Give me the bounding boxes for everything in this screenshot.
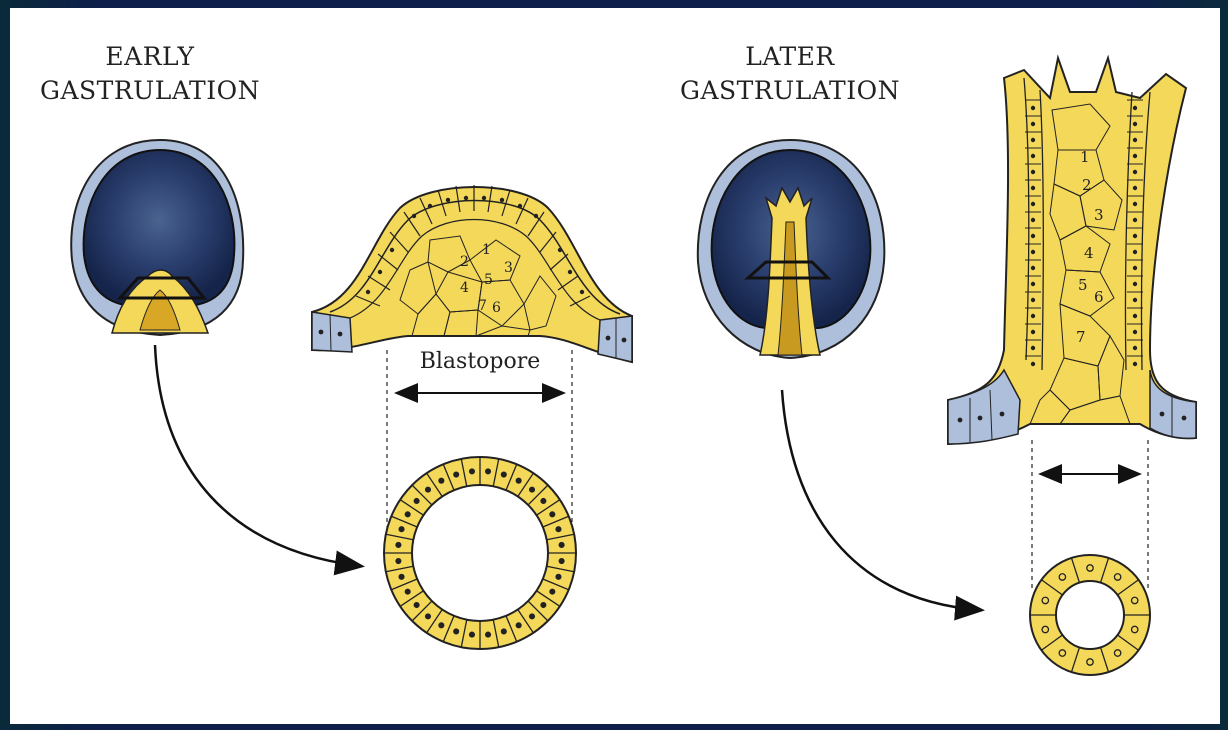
- column-cell-nucleus: [1031, 330, 1035, 334]
- ring-cell-nucleus: [530, 614, 535, 619]
- column-cell-nucleus: [1031, 314, 1035, 318]
- ring-cell-nucleus: [501, 629, 506, 634]
- ring-cell-nucleus: [516, 623, 521, 628]
- later-gastrulation-label: LATER GASTRULATION: [660, 40, 920, 108]
- ring-cell-nucleus: [556, 527, 561, 532]
- column-cell-nucleus: [1133, 298, 1137, 302]
- ring-cell-nucleus: [439, 623, 444, 628]
- column-cell-nucleus: [1133, 154, 1137, 158]
- ring-cell-nucleus: [454, 629, 459, 634]
- ring-cell-nucleus: [556, 574, 561, 579]
- ring-cell-nucleus: [559, 543, 564, 548]
- early-curved-arrow: [155, 345, 360, 566]
- ring-cell-nucleus: [550, 512, 555, 517]
- ring-cell-nucleus: [530, 487, 535, 492]
- column-cell-nucleus: [1133, 362, 1137, 366]
- column-cell-nucleus: [1031, 282, 1035, 286]
- ring-cell-nucleus: [454, 472, 459, 477]
- early-label-line1: EARLY: [30, 40, 270, 74]
- column-cell-nucleus: [1133, 122, 1137, 126]
- later-tissue-section: [948, 58, 1196, 444]
- ring-cell-nucleus: [399, 574, 404, 579]
- ring-cell-nucleus: [541, 499, 546, 504]
- ring-cell-nucleus: [550, 589, 555, 594]
- later-cell-number: 7: [1076, 328, 1086, 346]
- column-cell-nucleus: [1031, 250, 1035, 254]
- ring-lumen: [412, 485, 548, 621]
- column-cell-nucleus: [1031, 138, 1035, 142]
- ring-cell-nucleus: [470, 469, 475, 474]
- column-cell-nucleus: [1031, 298, 1035, 302]
- column-cell-nucleus: [1031, 218, 1035, 222]
- ring-cell-nucleus: [439, 478, 444, 483]
- column-cell-nucleus: [1133, 330, 1137, 334]
- early-label-line2: GASTRULATION: [30, 74, 270, 108]
- column-cell-nucleus: [1133, 170, 1137, 174]
- early-cell-number: 2: [460, 254, 469, 270]
- later-cell-number: 6: [1094, 288, 1104, 306]
- ring-cell-nucleus: [559, 559, 564, 564]
- ring-cell-nucleus: [414, 499, 419, 504]
- later-ring-section: [1030, 555, 1150, 675]
- column-cell-nucleus: [1133, 202, 1137, 206]
- ring-cell-nucleus: [399, 527, 404, 532]
- later-cell-number: 3: [1094, 206, 1104, 224]
- ring-cell-nucleus: [470, 632, 475, 637]
- later-cell-number: 2: [1082, 176, 1092, 194]
- ring-cell-nucleus: [426, 487, 431, 492]
- ring-cell-nucleus: [414, 603, 419, 608]
- ring-cell-nucleus: [501, 472, 506, 477]
- early-cell-number: 7: [478, 298, 487, 314]
- column-cell-nucleus: [1133, 186, 1137, 190]
- later-cell-number: 1: [1080, 148, 1090, 166]
- early-cell-number: 6: [492, 300, 501, 316]
- ring-cell-nucleus: [486, 469, 491, 474]
- ring-cell-nucleus: [405, 512, 410, 517]
- column-cell-nucleus: [1133, 266, 1137, 270]
- ring-cell-nucleus: [541, 603, 546, 608]
- column-cell-nucleus: [1133, 250, 1137, 254]
- column-cell-nucleus: [1031, 362, 1035, 366]
- later-cell-number: 5: [1078, 276, 1088, 294]
- column-cell-nucleus: [1031, 186, 1035, 190]
- later-label-line2: GASTRULATION: [660, 74, 920, 108]
- early-ring-section: [384, 457, 576, 649]
- early-gastrulation-label: EARLY GASTRULATION: [30, 40, 270, 108]
- column-cell-nucleus: [1031, 346, 1035, 350]
- ring-cell-nucleus: [486, 632, 491, 637]
- early-cell-number: 3: [504, 260, 513, 276]
- column-cell-nucleus: [1031, 170, 1035, 174]
- later-label-line1: LATER: [660, 40, 920, 74]
- ring-cell-nucleus: [396, 559, 401, 564]
- column-cell-nucleus: [1031, 154, 1035, 158]
- ring-cell-nucleus: [405, 589, 410, 594]
- early-cell-number: 4: [460, 280, 469, 296]
- early-cell-number: 5: [484, 272, 493, 288]
- ring-cell-nucleus: [396, 543, 401, 548]
- column-cell-nucleus: [1031, 202, 1035, 206]
- ring-cell-nucleus: [516, 478, 521, 483]
- later-embryo: [698, 140, 885, 358]
- column-cell-nucleus: [1031, 266, 1035, 270]
- column-cell-nucleus: [1133, 218, 1137, 222]
- blastopore-label: Blastopore: [405, 349, 555, 374]
- column-cell-nucleus: [1133, 346, 1137, 350]
- column-cell-nucleus: [1133, 106, 1137, 110]
- column-cell-nucleus: [1031, 122, 1035, 126]
- column-cell-nucleus: [1133, 138, 1137, 142]
- column-cell-nucleus: [1133, 234, 1137, 238]
- column-cell-nucleus: [1133, 314, 1137, 318]
- early-embryo: [71, 140, 243, 335]
- early-cell-number: 1: [482, 242, 491, 258]
- early-tissue-section: [312, 185, 632, 362]
- column-cell-nucleus: [1133, 282, 1137, 286]
- later-cell-number: 4: [1084, 244, 1094, 262]
- ring-lumen: [1056, 581, 1124, 649]
- column-cell-nucleus: [1031, 106, 1035, 110]
- ring-cell-nucleus: [426, 614, 431, 619]
- column-cell-nucleus: [1031, 234, 1035, 238]
